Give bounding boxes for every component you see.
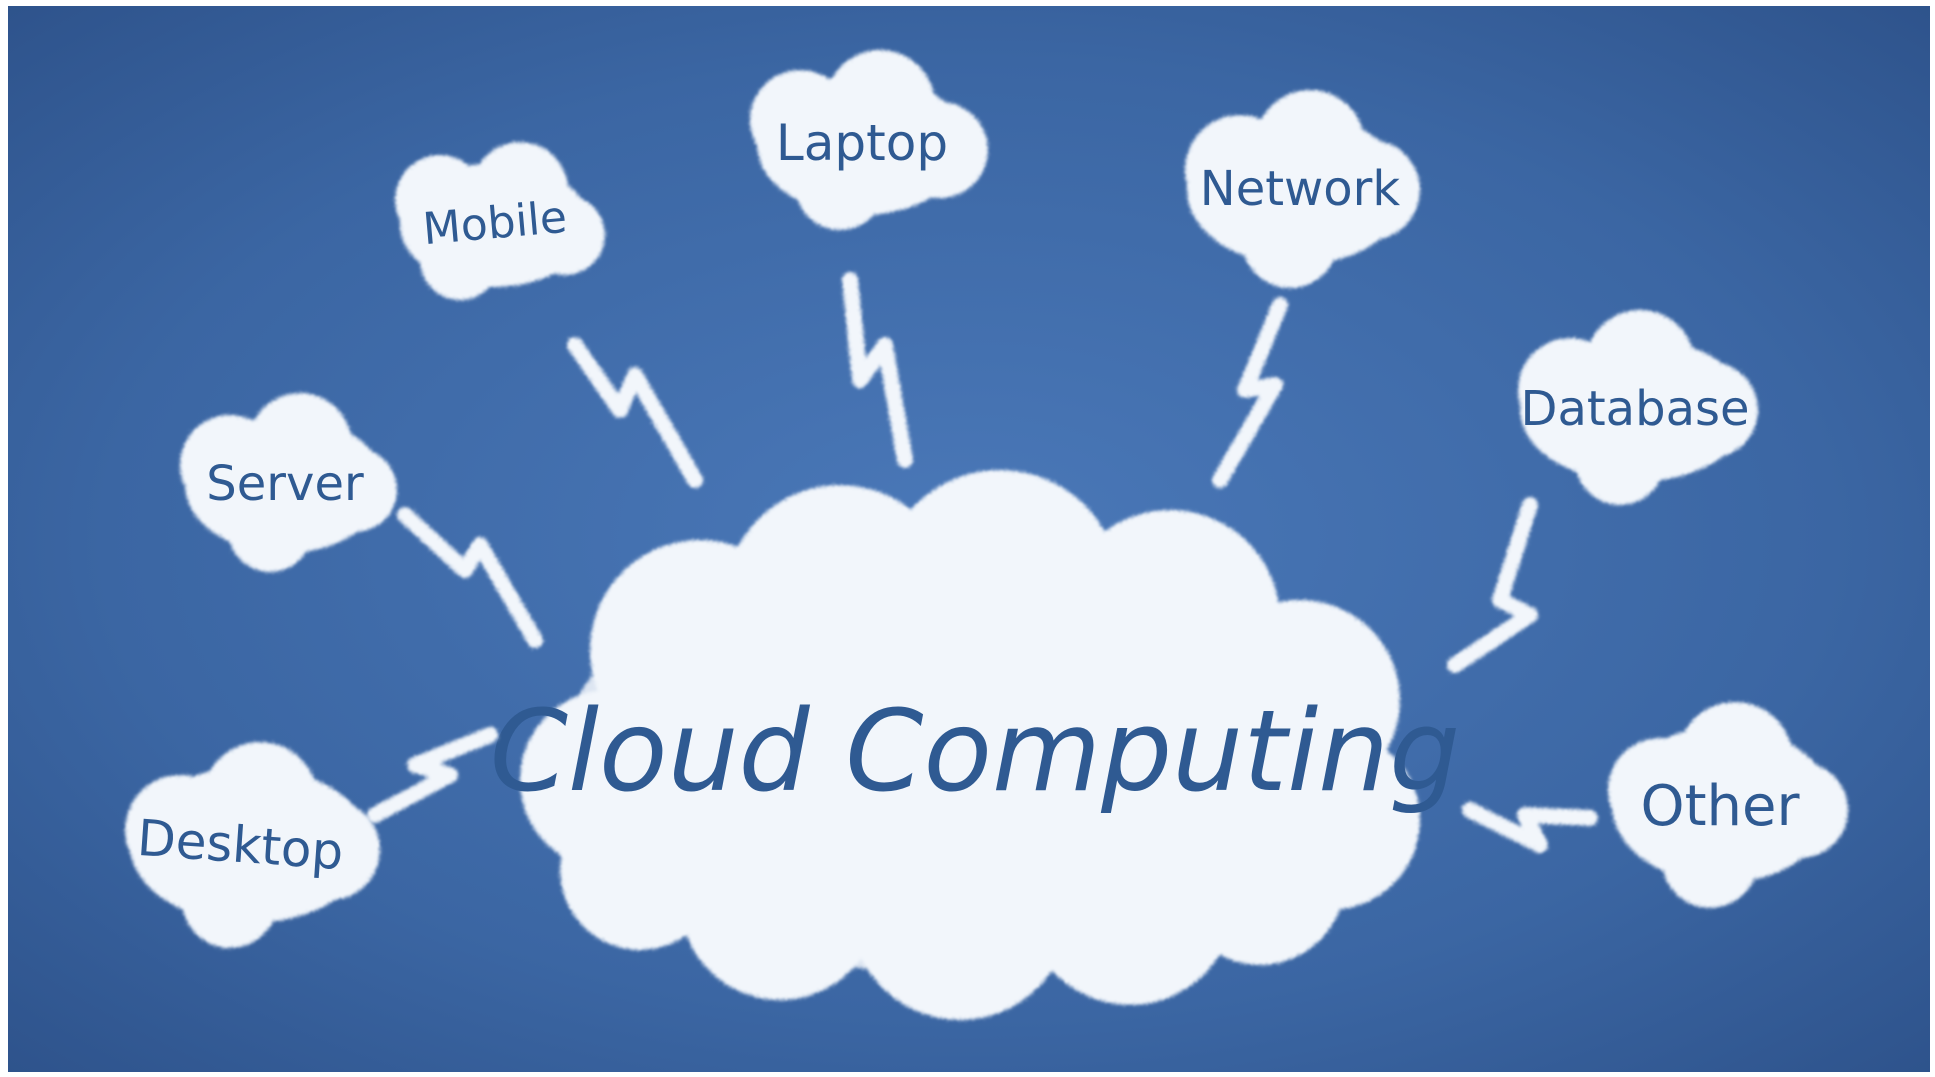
connector-laptop-bolt xyxy=(842,272,913,468)
connector-desktop-bolt xyxy=(367,727,498,823)
mobile-cloud xyxy=(395,142,605,300)
other-cloud xyxy=(1608,702,1848,908)
database-cloud xyxy=(1518,310,1758,505)
node-label-mobile: Mobile xyxy=(421,192,569,255)
connector-database-bolt xyxy=(1447,497,1538,673)
connector-other-bolt xyxy=(1462,802,1598,853)
network-cloud xyxy=(1185,90,1420,288)
connector-network-bolt xyxy=(1212,297,1288,488)
connector-mobile-bolt xyxy=(567,337,703,488)
node-label-server: Server xyxy=(206,456,364,512)
main-cloud xyxy=(520,470,1420,1020)
node-label-laptop: Laptop xyxy=(776,114,948,172)
server-cloud xyxy=(180,393,397,572)
node-label-desktop: Desktop xyxy=(135,809,345,881)
node-label-database: Database xyxy=(1520,381,1749,437)
node-label-other: Other xyxy=(1640,774,1800,839)
connector-server-bolt xyxy=(397,507,543,648)
laptop-cloud xyxy=(750,50,988,230)
node-label-network: Network xyxy=(1200,161,1401,217)
center-label: Cloud Computing xyxy=(490,687,1461,817)
desktop-cloud xyxy=(125,742,380,948)
